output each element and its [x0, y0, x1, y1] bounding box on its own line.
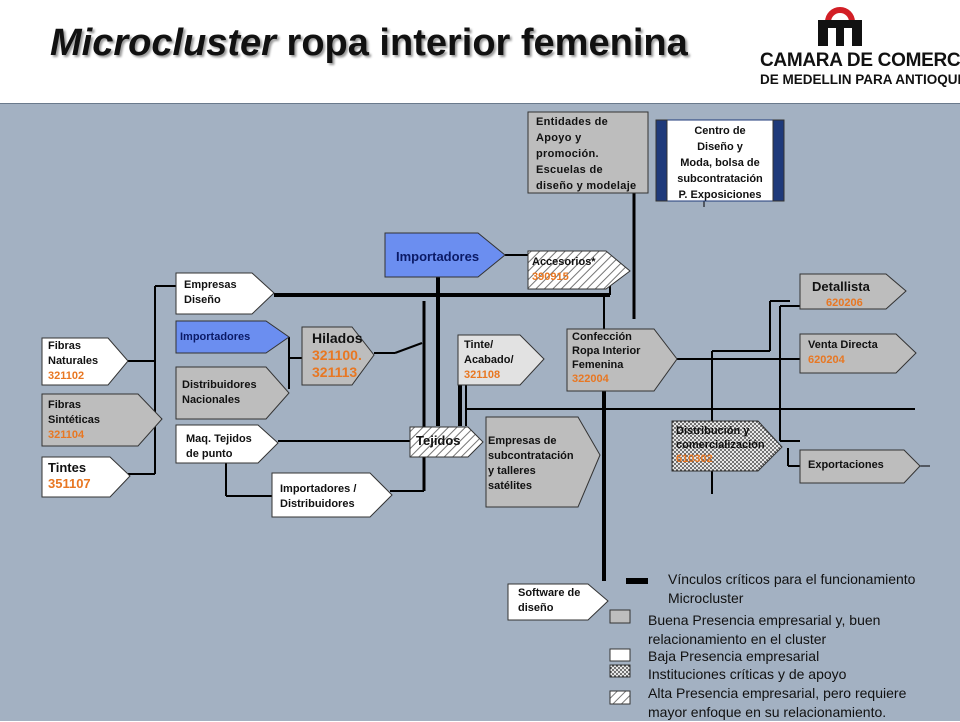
software-node: Software de diseño [518, 586, 580, 616]
accesorios-code: 390915 [532, 271, 569, 283]
tinte-acabado-code: 321108 [464, 369, 501, 381]
legend-vinculos: Vínculos críticos para el funcionamiento… [668, 571, 916, 606]
distribucion-shape [671, 420, 783, 472]
fibras-sinteticas-label: Fibras Sintéticas [48, 399, 100, 426]
chamber-logo [818, 7, 862, 46]
cluster-diagram [41, 111, 930, 705]
tinte-acabado-shape [457, 334, 545, 386]
centro-diseno-bar-left [655, 119, 668, 202]
exportaciones-shape [799, 449, 921, 484]
accesorios-label: Accesorios* [532, 256, 596, 268]
confeccion-label: Confección Ropa Interior Femenina [572, 331, 641, 371]
legend-baja: Baja Presencia empresarial [648, 648, 820, 664]
distribucion-node: Distribución y comercialización 610302 [676, 424, 765, 466]
detallista-shape [799, 273, 907, 310]
importadores-distribuidores-node: Importadores / Distribuidores [280, 482, 356, 512]
software-shape [507, 583, 609, 621]
entidades-apoyo-shape [527, 111, 649, 194]
empresas-diseno-label: Empresas Diseño [184, 279, 237, 306]
software-label: Software de diseño [518, 587, 581, 614]
centro-diseno-label: Centro de Diseño y Moda, bolsa de subcon… [677, 125, 763, 201]
tejidos-shape [409, 426, 484, 458]
confeccion-shape [566, 328, 678, 392]
maq-tejidos-label: Maq. Tejidos de punto [186, 433, 252, 460]
page-title: Microcluster ropa interior femenina [50, 22, 688, 65]
fibras-naturales-code: 321102 [48, 370, 85, 382]
hilados-label: Hilados [312, 330, 363, 346]
venta-directa-shape [799, 333, 917, 374]
distribuidores-nacionales-node: Distribuidores Nacionales [182, 378, 257, 408]
distribucion-code: 610302 [676, 453, 713, 465]
importadores-small-label: Importadores [180, 331, 251, 343]
legend-buena: Buena Presencia empresarial y, buen rela… [648, 612, 881, 647]
fibras-naturales-label: Fibras Naturales [48, 340, 99, 367]
detallista-code: 620206 [826, 297, 863, 309]
tejidos-label: Tejidos [416, 433, 461, 448]
importadores-small-shape [175, 320, 290, 354]
confeccion-node: Confección Ropa Interior Femenina 322004 [572, 330, 640, 386]
legend-baja-swatch [609, 648, 631, 662]
empresas-subcontratacion-shape [485, 416, 601, 508]
exportaciones-label: Exportaciones [808, 459, 884, 471]
maq-tejidos-shape [175, 424, 279, 464]
tinte-acabado-node: Tinte/ Acabado/321108 [464, 338, 514, 383]
fibras-sinteticas-node: Fibras Sintéticas 321104 [48, 398, 100, 443]
detallista-node: Detallista 620206 [812, 279, 870, 311]
detallista-label: Detallista [812, 279, 870, 294]
tintes-shape [41, 456, 131, 498]
legend-swatches [609, 578, 648, 705]
hilados-code: 321100. 321113 [312, 347, 362, 380]
distribuidores-nacionales-shape [175, 366, 290, 420]
legend-instituciones-swatch [609, 664, 631, 678]
fibras-sinteticas-shape [41, 393, 163, 447]
diagram-area: Fibras Naturales 321102 Fibras Sintéticas… [0, 103, 960, 721]
fibras-sinteticas-code: 321104 [48, 429, 85, 441]
importadores-small-node: Importadores [180, 330, 250, 345]
exportaciones-node: Exportaciones [808, 458, 884, 473]
legend-alta-swatch [609, 690, 631, 705]
header: Microcluster ropa interior femenina CAMA… [0, 0, 960, 103]
importadores-big-label: Importadores [396, 249, 480, 264]
maq-tejidos-node: Maq. Tejidos de punto [186, 432, 252, 462]
legend-instituciones: Instituciones críticas y de apoyo [648, 666, 847, 682]
importadores-big-node: Importadores [396, 249, 479, 264]
distribucion-label: Distribución y comercialización [676, 425, 765, 451]
accesorios-shape [527, 250, 631, 290]
fibras-naturales-shape [41, 337, 129, 386]
importadores-distribuidores-label: Importadores / Distribuidores [280, 483, 357, 510]
venta-directa-node: Venta Directa 620204 [808, 338, 878, 368]
title-italic: Microcluster [50, 22, 276, 64]
venta-directa-code: 620204 [808, 354, 845, 366]
empresas-subcontratacion-label: Empresas de subcontratación y talleres s… [488, 435, 574, 492]
tintes-code: 351107 [48, 476, 91, 491]
legend-alta: Alta Presencia empresarial, pero requier… [648, 685, 907, 720]
accesorios-node: Accesorios* 390915 [532, 255, 596, 285]
entidades-apoyo-node: Entidades de Apoyo y promoción. Escuelas… [536, 114, 636, 194]
shapes [41, 111, 921, 621]
confeccion-code: 322004 [572, 373, 609, 385]
tejidos-node: Tejidos [416, 433, 461, 448]
importadores-big-shape [384, 232, 506, 278]
legend-vinculos-swatch [626, 578, 648, 584]
centro-diseno-shape [655, 119, 785, 202]
tintes-label: Tintes [48, 460, 87, 475]
fibras-naturales-node: Fibras Naturales 321102 [48, 339, 98, 384]
logo-line-2: DE MEDELLIN PARA ANTIOQUIA [760, 72, 960, 87]
logo-line-1: CAMARA DE COMERCIO [760, 50, 960, 71]
centro-diseno-bar-right [772, 119, 785, 202]
empresas-subcontratacion-node: Empresas de subcontratación y talleres s… [488, 434, 574, 494]
empresas-diseno-node: Empresas Diseño [184, 278, 237, 308]
importadores-distribuidores-shape [271, 472, 393, 518]
entidades-apoyo-label: Entidades de Apoyo y promoción. Escuelas… [536, 116, 637, 192]
distribuidores-nacionales-label: Distribuidores Nacionales [182, 379, 257, 406]
centro-diseno-node: Centro de Diseño y Moda, bolsa de subcon… [667, 123, 773, 203]
legend-buena-swatch [609, 609, 631, 624]
tinte-acabado-label: Tinte/ Acabado/ [464, 339, 514, 366]
empresas-diseno-shape [175, 272, 275, 315]
venta-directa-label: Venta Directa [808, 339, 878, 351]
title-rest: ropa interior femenina [275, 22, 688, 64]
hilados-shape [301, 326, 375, 386]
